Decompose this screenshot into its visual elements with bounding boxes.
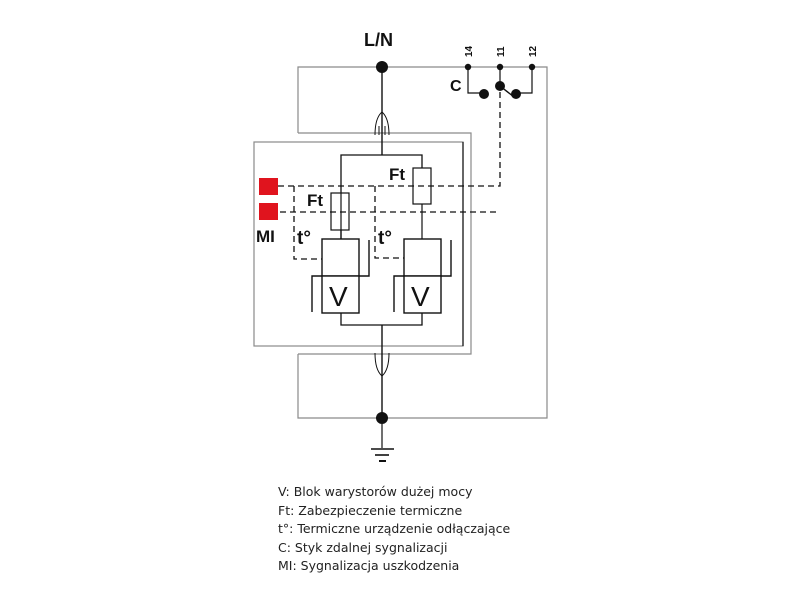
fault-indicator-flag-2 <box>259 203 278 220</box>
disconnector-2-link <box>374 186 404 259</box>
pin-12-label: 12 <box>528 45 539 57</box>
plug-connector-top <box>374 111 390 136</box>
varistor-1-label: V <box>329 281 348 312</box>
fault-indicator-flag-1 <box>259 178 278 195</box>
thermal-disconnect-block-1 <box>321 238 360 277</box>
legend: V: Blok warystorów dużej mocy Ft: Zabezp… <box>278 483 510 576</box>
thermal-fuse-2-label: Ft <box>389 165 405 184</box>
thermal-disconnect-block-2 <box>403 238 442 277</box>
varistor-1-bar-left <box>311 275 322 312</box>
varistor-1-bar-right <box>359 240 370 277</box>
pin-14-label: 14 <box>464 45 475 57</box>
signal-line-indicator-top <box>278 85 501 187</box>
outer-frame <box>297 66 548 419</box>
plug-connector-bottom <box>374 352 390 377</box>
contact-14-point <box>479 89 489 99</box>
varistor-block-1 <box>321 275 360 314</box>
ground-icon <box>371 448 394 462</box>
varistor-2-bar-left <box>393 275 404 312</box>
pin-11-label: 11 <box>496 46 507 57</box>
contact-switch-arm <box>499 85 515 98</box>
legend-item-thermal-fuse: Ft: Zabezpieczenie termiczne <box>278 502 463 518</box>
bus-bottom <box>340 313 423 326</box>
line-terminal-label: L/N <box>364 30 393 50</box>
thermal-disconnector-2-label: t° <box>378 228 392 249</box>
varistor-2-label: V <box>411 281 430 312</box>
contact-12-wire <box>516 67 533 94</box>
contact-label: C <box>450 78 462 95</box>
legend-item-varistor: V: Blok warystorów dużej mocy <box>278 484 473 499</box>
thermal-disconnector-1-label: t° <box>297 228 311 249</box>
legend-item-thermal-disconnector: t°: Termiczne urządzenie odłączające <box>278 521 511 536</box>
varistor-2-bar-right <box>441 240 452 277</box>
contact-14-wire <box>467 67 484 94</box>
legend-item-fault-indicator: MI: Sygnalizacja uszkodzenia <box>278 558 460 573</box>
varistor-block-2 <box>403 275 442 314</box>
legend-item-remote-contact: C: Styk zdalnej sygnalizacji <box>278 539 448 555</box>
disconnector-1-link <box>293 186 322 260</box>
pe-terminal[interactable] <box>376 412 388 424</box>
bus-top <box>340 154 423 239</box>
thermal-fuse-1-label: Ft <box>307 191 323 210</box>
contact-12-point <box>511 89 521 99</box>
fault-indicator-label: MI <box>256 227 275 246</box>
